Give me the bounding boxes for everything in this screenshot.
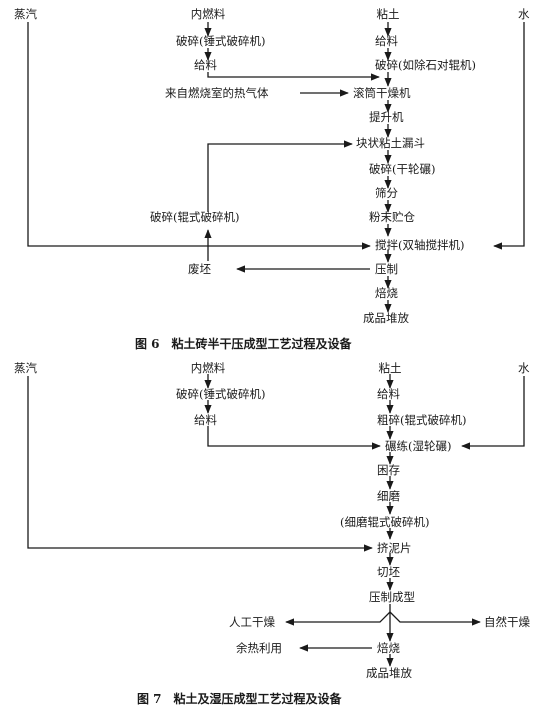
figure-7: 蒸汽 水 内燃料 破碎(锤式破碎机) 给料 粘土 给料 粗碎(辊式破碎机) 碾练… — [14, 361, 530, 706]
fig6-fuel-feed: 给料 — [194, 58, 217, 72]
fig6-drum-dryer: 滚筒干燥机 — [353, 86, 411, 100]
fig6-stacking: 成品堆放 — [363, 311, 409, 325]
fig7-fuel-crush: 破碎(锤式破碎机) — [176, 387, 265, 401]
fig6-steam: 蒸汽 — [14, 7, 37, 21]
fig6-hopper: 块状粘土漏斗 — [356, 136, 425, 150]
fig7-fine-grind-equip: (细磨辊式破碎机) — [340, 515, 429, 529]
fig7-fuel: 内燃料 — [191, 361, 226, 375]
fig7-coarse-crush: 粗碎(辊式破碎机) — [377, 413, 466, 427]
fig6-screen: 筛分 — [375, 186, 398, 200]
fig7-stacking: 成品堆放 — [366, 666, 412, 680]
fig6-clay: 粘土 — [377, 7, 400, 21]
fig7-fuel-feed: 给料 — [194, 413, 217, 427]
figure-6: 蒸汽 水 内燃料 破碎(锤式破碎机) 给料 来自燃烧室的热气体 粘土 给料 破碎… — [14, 7, 530, 351]
fig7-natural-dry: 自然干燥 — [484, 615, 530, 629]
fig7-caption: 图 7 粘土及湿压成型工艺过程及设备 — [137, 691, 343, 706]
fig6-fuel: 内燃料 — [191, 7, 226, 21]
fig7-cutting: 切坯 — [377, 565, 400, 579]
fig6-clay-crush: 破碎(如除石对辊机) — [375, 58, 476, 72]
fig7-water: 水 — [518, 361, 530, 375]
fig6-scrap-crush: 破碎(辊式破碎机) — [150, 210, 239, 224]
fig6-caption: 图 6 粘土砖半干压成型工艺过程及设备 — [135, 336, 353, 351]
fig7-fine-grind: 细磨 — [377, 489, 400, 503]
fig7-artificial-dry: 人工干燥 — [229, 615, 275, 629]
fig7-storage: 困存 — [377, 463, 400, 477]
fig6-water: 水 — [518, 7, 530, 21]
fig6-dry-pan: 破碎(干轮碾) — [369, 162, 435, 176]
fig6-elevator: 提升机 — [369, 110, 404, 124]
fig7-extrusion: 挤泥片 — [377, 541, 412, 555]
fig6-waste: 废坯 — [188, 262, 211, 276]
fig7-steam: 蒸汽 — [14, 361, 37, 375]
fig7-clay-feed: 给料 — [377, 387, 400, 401]
fig6-hot-gas: 来自燃烧室的热气体 — [165, 86, 269, 100]
fig6-pressing: 压制 — [375, 262, 398, 276]
fig6-clay-feed: 给料 — [375, 34, 398, 48]
fig7-waste-heat: 余热利用 — [236, 641, 282, 655]
fig7-firing: 焙烧 — [377, 641, 400, 655]
fig6-mixing: 搅拌(双轴搅拌机) — [375, 238, 464, 252]
fig7-wet-pan: 碾练(湿轮碾) — [385, 439, 451, 453]
fig6-fuel-crush: 破碎(锤式破碎机) — [176, 34, 265, 48]
fig7-clay: 粘土 — [379, 361, 402, 375]
fig6-firing: 焙烧 — [375, 286, 398, 300]
figure-7-connectors — [27, 374, 525, 667]
fig7-press-forming: 压制成型 — [369, 590, 415, 604]
fig6-powder-bin: 粉末贮仓 — [369, 210, 415, 224]
figure-6-connectors — [27, 22, 525, 313]
